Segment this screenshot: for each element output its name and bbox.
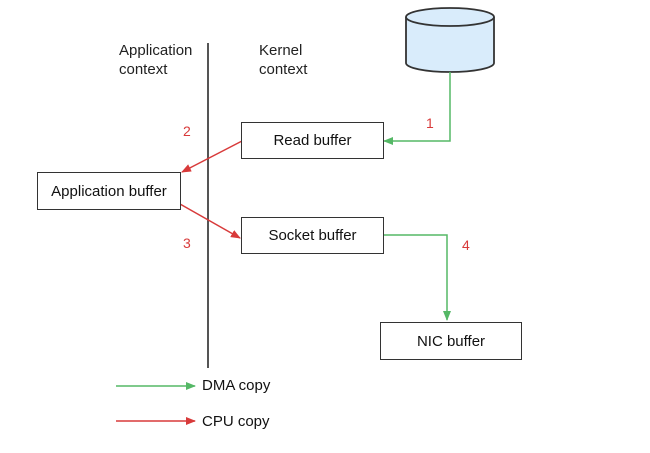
kernel-context-line-2: context [259, 61, 308, 78]
read-buffer-box: Read buffer [241, 122, 384, 159]
read-buffer-label: Read buffer [273, 132, 352, 149]
application-buffer-box: Application buffer [37, 172, 181, 210]
dma-arrow-socket-to-nic [384, 234, 451, 321]
application-context-line-1: Application [119, 42, 193, 59]
nic-buffer-box: NIC buffer [380, 322, 522, 360]
socket-buffer-label: Socket buffer [268, 227, 357, 244]
socket-buffer-box: Socket buffer [241, 217, 384, 254]
step-3-label: 3 [183, 235, 191, 251]
application-context-label: Application context [119, 41, 192, 79]
dma-arrow-disk-to-read-buffer [383, 72, 451, 145]
step-2-label: 2 [183, 123, 191, 139]
cpu-arrow-read-to-application [181, 140, 243, 173]
legend-cpu-label: CPU copy [202, 413, 270, 430]
step-1-label: 1 [426, 115, 434, 131]
cpu-arrow-application-to-socket [179, 203, 241, 239]
nic-buffer-label: NIC buffer [416, 332, 486, 350]
kernel-context-label: Kernel context [259, 41, 307, 79]
legend-dma-label: DMA copy [202, 377, 271, 394]
application-context-line-2: context [119, 61, 168, 78]
application-buffer-label: Application buffer [51, 182, 167, 200]
step-4-label: 4 [462, 237, 470, 253]
kernel-context-line-1: Kernel [259, 42, 303, 59]
disk-icon [405, 7, 495, 73]
